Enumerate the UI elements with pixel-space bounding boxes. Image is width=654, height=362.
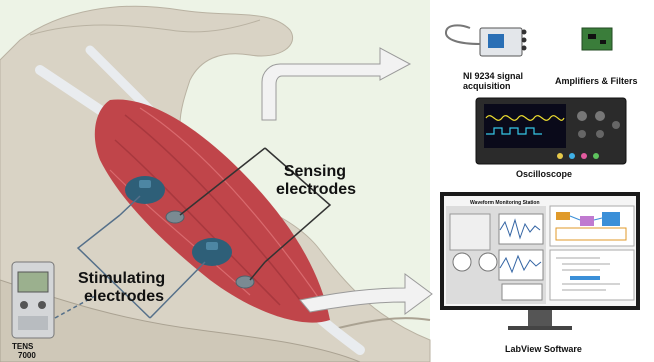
stimulating-electrode-2 [192,238,232,266]
stimulating-electrode-1 [125,176,165,204]
amplifiers-label: Amplifiers & Filters [555,76,638,86]
stimulating-label-line2: electrodes [78,288,165,306]
stimulating-label-line1: Stimulating [78,270,165,288]
sensing-label: Sensing electrodes [276,163,356,199]
tens-label: TENS 7000 [12,342,36,360]
tens-label-line1: TENS [12,342,36,351]
ni-label: NI 9234 signal acquisition [463,71,523,91]
sensing-label-line2: electrodes [276,181,356,199]
stimulating-label: Stimulating electrodes [78,270,165,306]
ni-label-line1: NI 9234 signal [463,71,523,81]
sensing-electrode-1 [166,211,184,223]
monitor-title: Waveform Monitoring Station [470,198,540,208]
ni-label-line2: acquisition [463,81,523,91]
arrow-to-acquisition [262,48,410,120]
sensing-label-line1: Sensing [276,163,356,181]
amplifier-board [582,28,612,50]
ni-9234-device [446,25,527,56]
labview-label: LabView Software [505,344,582,354]
oscilloscope-label: Oscilloscope [516,169,572,179]
oscilloscope [476,98,626,164]
tens-label-line2: 7000 [12,351,36,360]
tens-device [12,262,54,338]
labview-monitor [440,192,640,330]
